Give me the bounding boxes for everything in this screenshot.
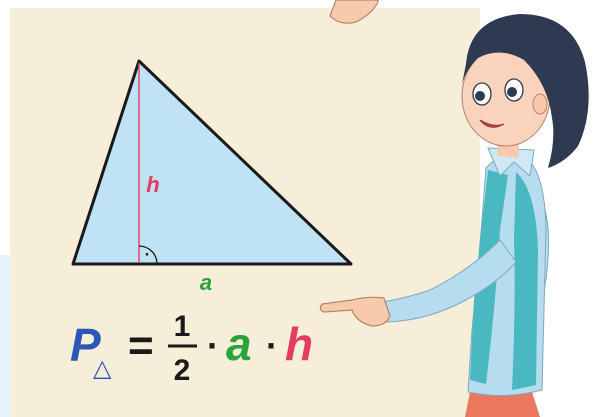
girl-top-hand xyxy=(329,0,379,24)
right-angle-marker xyxy=(138,245,158,265)
girl-pointing-hand xyxy=(319,296,391,327)
girl-mouth xyxy=(479,119,505,128)
formula-dot-2: · xyxy=(266,325,278,366)
girl-ear xyxy=(532,93,548,115)
girl-skirt xyxy=(465,388,540,417)
base-label: a xyxy=(200,270,212,295)
girl-left-pupil xyxy=(475,91,485,101)
height-label: h xyxy=(146,172,159,197)
formula-denominator: 2 xyxy=(174,354,191,387)
formula-numerator: 1 xyxy=(174,310,191,343)
girl-hair xyxy=(462,14,589,168)
formula-factor-h: h xyxy=(285,318,313,370)
formula-area-symbol: P xyxy=(70,319,101,371)
formula-triangle-subscript: △ xyxy=(93,354,112,382)
girl-vest-right xyxy=(512,172,538,390)
formula-dot-1: · xyxy=(207,325,219,366)
right-angle-dot: · xyxy=(145,248,150,263)
area-formula: P △ = 1 2 · a · h xyxy=(70,310,313,387)
girl-right-pupil xyxy=(507,87,517,97)
formula-equals: = xyxy=(128,321,154,370)
triangle xyxy=(71,59,353,266)
girl-character xyxy=(319,0,589,417)
formula-factor-a: a xyxy=(226,318,252,370)
